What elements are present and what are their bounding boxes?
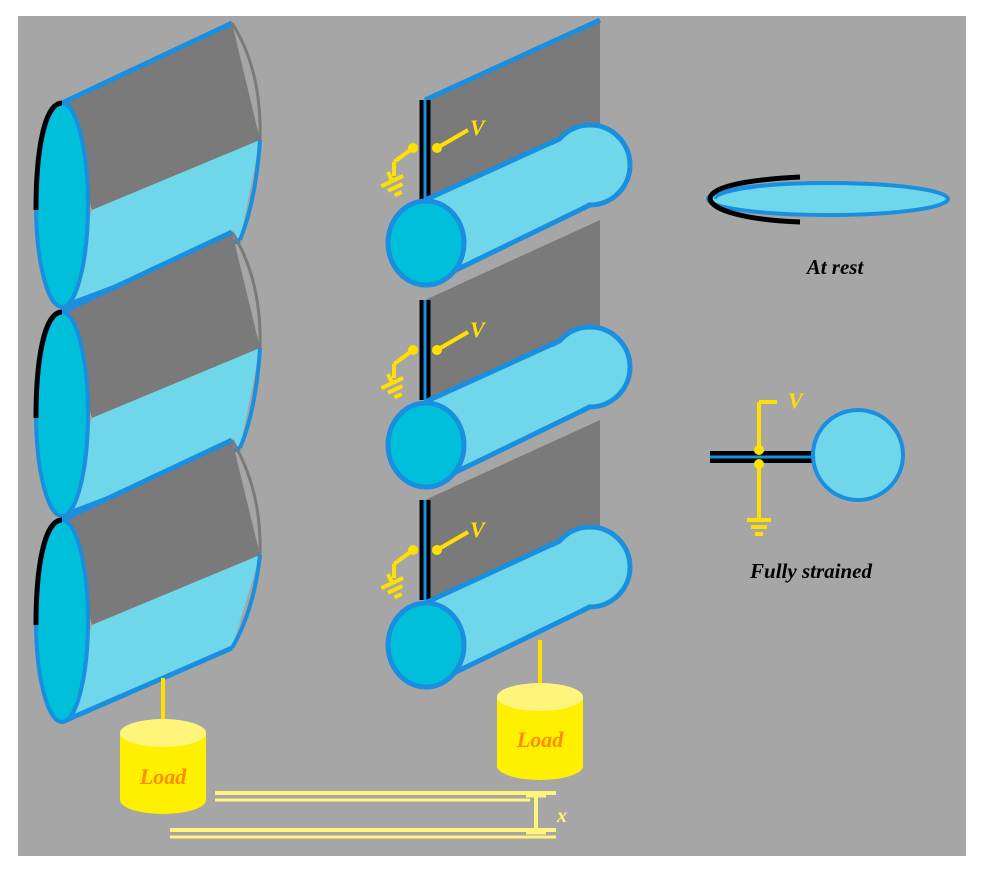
sheet-edge: [60, 437, 234, 523]
at-rest-cross-section: [706, 174, 950, 225]
load-body: [497, 697, 583, 780]
sheet-edge: [60, 229, 234, 315]
tube-bottom-edge: [61, 645, 233, 725]
dark-sheet: [62, 440, 260, 625]
center-tube-3: [375, 420, 633, 690]
tube-far-end: [230, 554, 262, 650]
load-body: [120, 733, 206, 814]
left-tube-1: [33, 20, 262, 310]
left-tube-stack-at-rest: [33, 20, 262, 725]
g-wire: [392, 548, 415, 566]
sheet-edge: [60, 20, 234, 106]
dark-sheet: [62, 232, 260, 418]
tube-body-cover: [428, 330, 588, 482]
voltage-label-1: V: [470, 115, 487, 140]
sheet-end-curve: [230, 22, 262, 141]
tube-body-cover: [428, 530, 588, 682]
load-label-center: Load: [516, 727, 564, 752]
v-node: [432, 545, 442, 555]
tube-end-cap: [385, 198, 467, 288]
electrode-arc: [33, 517, 63, 626]
tube-end-cap: [385, 400, 467, 490]
tube-end-cap: [385, 600, 467, 690]
tube-body: [62, 140, 260, 307]
flat-electrode: [707, 174, 801, 225]
v-node: [432, 143, 442, 153]
v-wire: [435, 330, 470, 352]
electrode-arc: [33, 309, 63, 419]
at-rest-caption: At rest: [805, 255, 865, 279]
load-label-left: Load: [139, 764, 187, 789]
sheet-end-curve: [230, 231, 262, 349]
g-wire: [392, 146, 415, 164]
center-tube-2: [375, 220, 633, 490]
voltage-connection: [375, 530, 470, 603]
v-wire: [435, 128, 470, 150]
tube-body-cover: [428, 128, 588, 280]
displacement-indicator: x: [170, 791, 567, 839]
load-weight-center: Load: [497, 683, 583, 780]
tube-body: [62, 348, 260, 516]
tube-body: [62, 555, 260, 722]
voltage-label-2: V: [470, 317, 487, 342]
sheet-edge: [423, 17, 602, 103]
v-wire: [435, 530, 470, 552]
load-top: [120, 719, 206, 747]
round-tube-section: [811, 408, 905, 502]
v-node: [754, 445, 764, 455]
fully-strained-caption: Fully strained: [749, 559, 872, 583]
displacement-label: x: [556, 805, 567, 827]
g-wire: [392, 348, 415, 366]
v-node: [432, 345, 442, 355]
tube-far-end: [238, 139, 262, 241]
left-tube-3: [33, 437, 262, 725]
voltage-label-3: V: [470, 517, 487, 542]
load-weight-left: Load: [120, 719, 206, 814]
fully-strained-cross-section: [710, 400, 905, 536]
sheet-end-curve: [230, 439, 262, 556]
flat-electrode-edge: [713, 181, 803, 200]
voltage-connection: [375, 128, 470, 201]
tube-far-end: [238, 347, 262, 449]
center-tube-stack-strained: [375, 17, 633, 690]
center-tube-1: [375, 17, 633, 288]
dark-sheet: [62, 23, 260, 210]
voltage-connection: [375, 330, 470, 403]
load-top: [497, 683, 583, 711]
voltage-label-strained: V: [788, 388, 805, 413]
electrode-arc: [33, 100, 63, 211]
